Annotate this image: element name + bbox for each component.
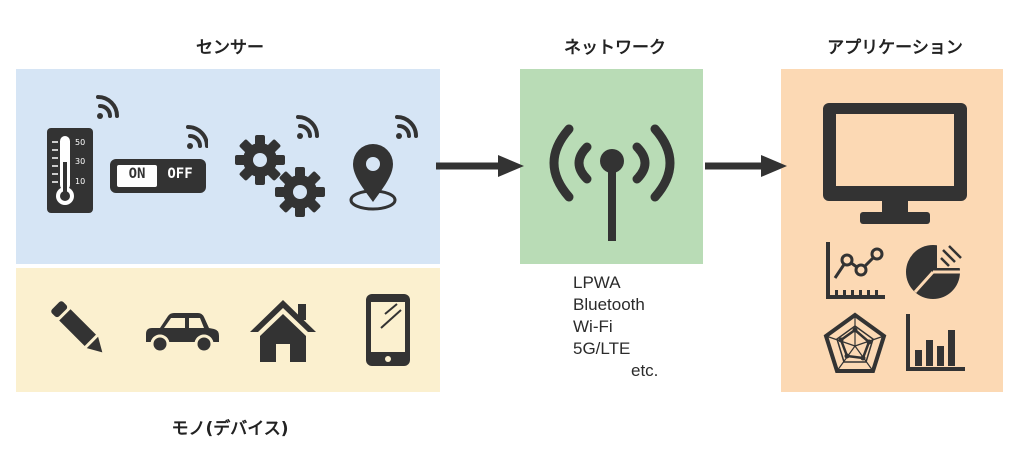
bar-chart-icon — [906, 314, 965, 371]
location-pin-wifi-icon — [349, 115, 418, 211]
car-icon — [146, 313, 219, 354]
thermometer-scale-50: 50 — [75, 138, 86, 147]
protocol-5g-lte: 5G/LTE — [573, 339, 631, 358]
antenna-signal-icon — [549, 124, 675, 241]
gears-wifi-icon — [235, 115, 325, 217]
on-off-switch-wifi-icon — [110, 125, 208, 193]
thermometer-scale-30: 30 — [75, 157, 86, 166]
radar-chart-icon — [823, 312, 887, 373]
thermometer-scale-10: 10 — [75, 177, 86, 186]
smartphone-icon — [366, 294, 410, 366]
network-protocol-list: LPWA Bluetooth Wi-Fi 5G/LTE etc. — [573, 272, 658, 382]
sensor-title: センサー — [196, 38, 264, 58]
protocol-etc: etc. — [631, 361, 659, 380]
arrow-network-to-application — [705, 155, 787, 177]
application-title: アプリケーション — [827, 38, 963, 58]
thermometer-wifi-icon — [47, 95, 119, 213]
switch-on-label: ON — [128, 166, 146, 182]
protocol-bluetooth: Bluetooth — [573, 295, 645, 314]
arrow-sensor-to-network — [436, 155, 524, 177]
monitor-icon — [823, 103, 967, 224]
protocol-lpwa: LPWA — [573, 273, 621, 292]
things-title: モノ(デバイス) — [171, 419, 289, 439]
protocol-wifi: Wi-Fi — [573, 317, 613, 336]
pencil-icon — [51, 301, 103, 353]
line-chart-icon — [826, 242, 885, 299]
switch-off-label: OFF — [167, 166, 193, 182]
pie-chart-icon — [906, 242, 963, 299]
network-title: ネットワーク — [564, 38, 666, 58]
house-icon — [250, 300, 316, 362]
